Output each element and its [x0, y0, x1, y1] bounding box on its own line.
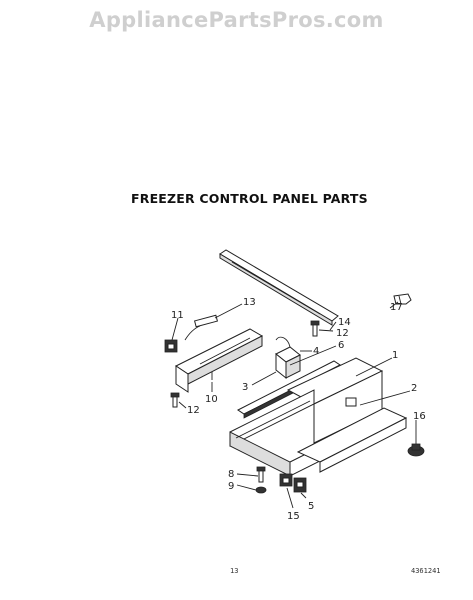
page-number: 13 — [230, 567, 239, 575]
part-overlay-panel — [296, 407, 408, 473]
callout-2: 2 — [411, 383, 417, 394]
callout-5: 5 — [308, 501, 314, 512]
callout-6: 6 — [338, 340, 344, 351]
callout-3: 3 — [242, 382, 248, 393]
watermark-text: AppliancePartsPros.com — [89, 8, 384, 32]
callout-12-lower: 12 — [187, 405, 200, 416]
part-lower-bracket — [175, 328, 264, 393]
callout-10: 10 — [205, 394, 218, 405]
callout-11: 11 — [171, 310, 184, 321]
part-knob-right — [407, 443, 425, 457]
part-clip — [393, 293, 412, 305]
callout-14: 14 — [338, 317, 351, 328]
part-5 — [293, 477, 307, 493]
part-screw-lower — [170, 392, 180, 408]
callout-17: 17 — [390, 302, 403, 313]
document-number: 4361241 — [411, 567, 441, 575]
part-screw-8 — [256, 466, 266, 483]
callout-12-upper: 12 — [336, 328, 349, 339]
part-cap-9 — [255, 486, 267, 494]
leader-lines — [171, 301, 417, 509]
callout-15: 15 — [287, 511, 300, 522]
part-screw-upper — [310, 320, 320, 337]
part-knob-left — [164, 339, 178, 353]
diagram-title: FREEZER CONTROL PANEL PARTS — [131, 191, 368, 206]
part-15 — [279, 473, 293, 487]
callout-16: 16 — [413, 411, 426, 422]
callout-4: 4 — [313, 346, 319, 357]
callout-1: 1 — [392, 350, 398, 361]
callout-8: 8 — [228, 469, 234, 480]
callout-labels: 17 14 12 13 11 4 6 3 1 2 16 10 12 8 9 15… — [171, 297, 426, 522]
callout-9: 9 — [228, 481, 234, 492]
part-switch — [275, 336, 301, 380]
callout-13: 13 — [243, 297, 256, 308]
part-top-bracket — [219, 249, 339, 326]
part-sensor-bulb — [184, 314, 219, 341]
